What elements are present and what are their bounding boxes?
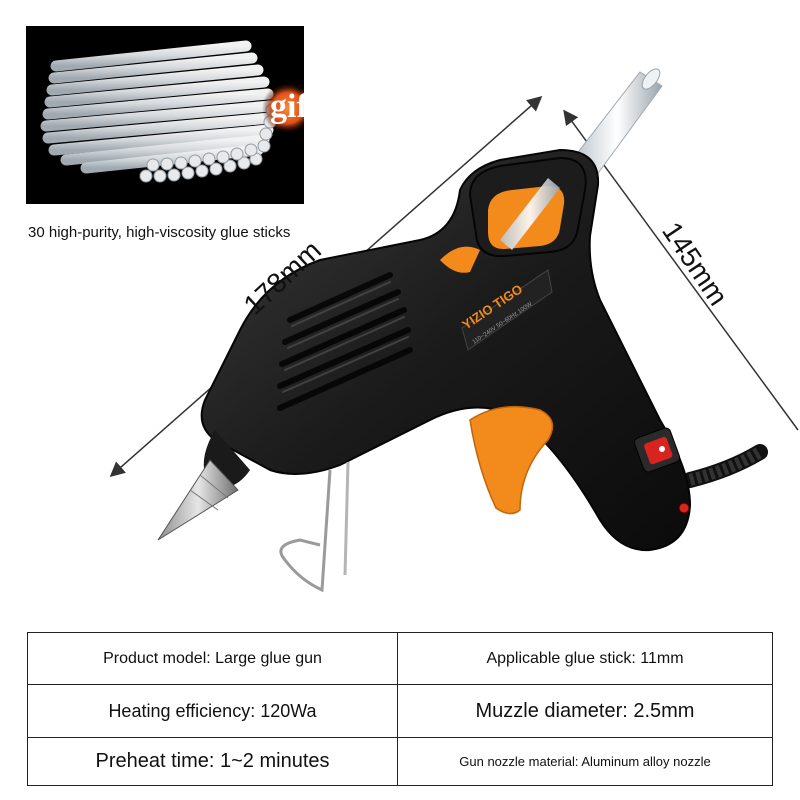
spec-nozzle-material: Gun nozzle material: Aluminum alloy nozz… bbox=[459, 754, 711, 769]
glue-gun-image: YIZIO TIGO 110~240V 50~60Hz 100W bbox=[109, 68, 799, 593]
spec-preheat-time: Preheat time: 1~2 minutes bbox=[28, 738, 398, 785]
glue-gun-body bbox=[200, 148, 692, 552]
wire-stand bbox=[279, 469, 332, 593]
spec-heating-efficiency: Heating efficiency: 120Wa bbox=[28, 685, 398, 738]
power-switch-icon bbox=[633, 427, 681, 473]
indicator-light-icon bbox=[678, 502, 690, 514]
spec-product-model: Product model: Large glue gun bbox=[28, 633, 398, 685]
spec-table: Product model: Large glue gun Applicable… bbox=[27, 632, 773, 786]
spec-applicable-glue-stick: Applicable glue stick: 11mm bbox=[398, 633, 772, 685]
spec-muzzle-diameter: Muzzle diameter: 2.5mm bbox=[398, 685, 772, 738]
trigger bbox=[469, 405, 554, 515]
nozzle bbox=[157, 459, 239, 541]
